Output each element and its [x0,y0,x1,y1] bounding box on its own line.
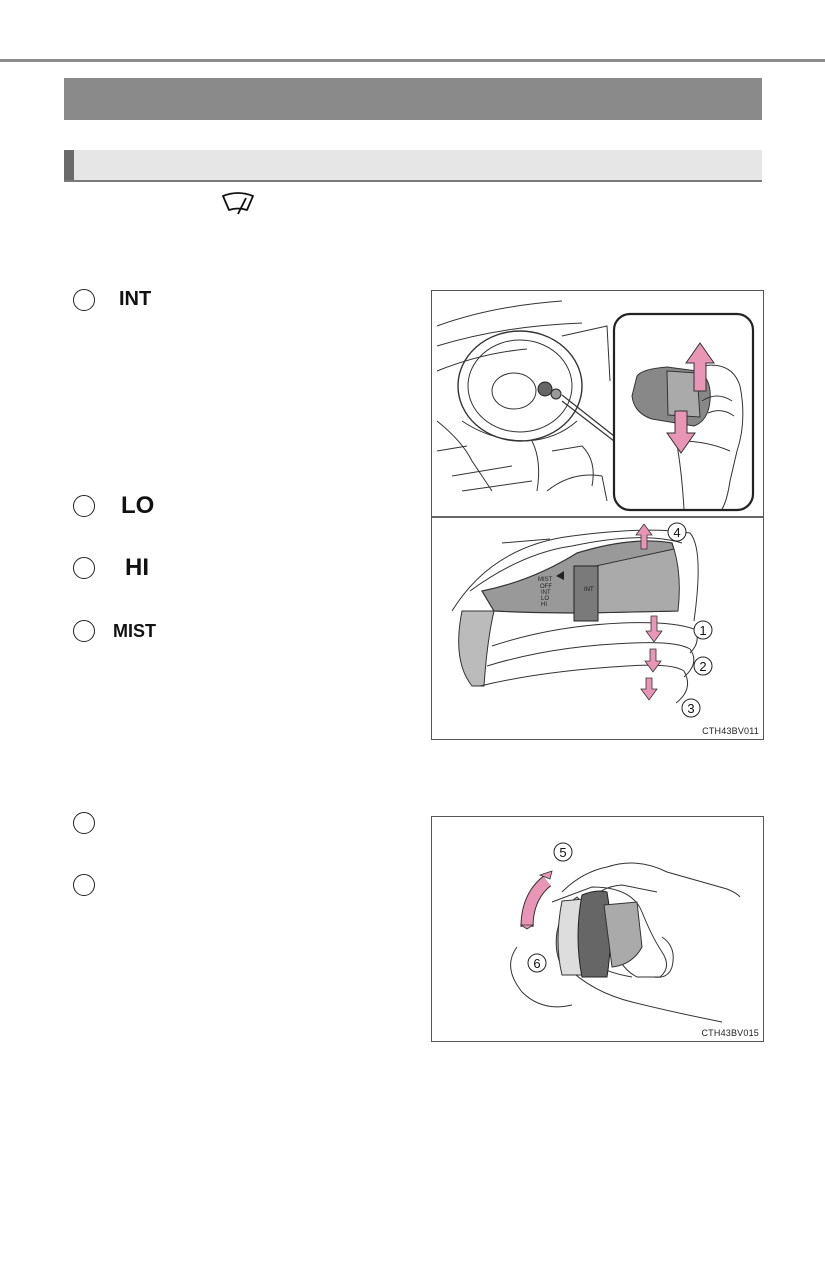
list-item-interval-increase [73,812,119,834]
step-circle [73,812,95,834]
callout-3: 3 [687,701,694,716]
list-item-hi: HI [73,554,149,582]
list-item-mist: MIST [73,620,156,642]
lever-label-mist: MIST [538,577,553,583]
wiper-lever-illustration: MIST OFF INT LO HI INT 4 1 2 3 [432,300,763,718]
subsection-marker [64,150,74,180]
lever-label-off: OFF [540,584,552,590]
figure-code: CTH43BV015 [701,1028,759,1038]
callout-1: 1 [699,623,706,638]
list-item-lo: LO [73,492,154,520]
subsection-header-bar [64,150,762,182]
interval-ring-illustration: 5 6 [510,842,741,1023]
ring-label-int: INT [584,587,594,593]
step-circle [73,495,95,517]
section-header-bar [64,78,762,120]
lever-label-int: INT [541,590,551,596]
callout-4: 4 [673,525,680,540]
step-circle [73,874,95,896]
interval-adjust-figure: 5 6 CTH43BV015 [431,816,764,1042]
step-circle [73,288,95,311]
step-circle [73,557,95,579]
top-rule [0,59,825,62]
mode-label-int: INT [119,288,152,310]
mode-label-lo: LO [121,492,155,519]
lever-wiper-mark [556,571,564,580]
figure-code: CTH43BV011 [702,726,759,736]
wiper-lever-figure: MIST OFF INT LO HI INT 4 1 2 3 CTH43BV01… [431,290,764,740]
list-item-interval-decrease [73,874,119,896]
callout-2: 2 [699,659,706,674]
windshield-wiper-icon [222,192,254,215]
lever-label-lo: LO [541,596,549,602]
mode-label-mist: MIST [113,620,156,641]
callout-6: 6 [533,956,540,971]
lever-label-hi: HI [541,602,547,608]
mode-label-hi: HI [125,554,149,581]
list-item-int: INT [73,288,151,311]
step-circle [73,620,95,642]
callout-5: 5 [559,845,566,860]
